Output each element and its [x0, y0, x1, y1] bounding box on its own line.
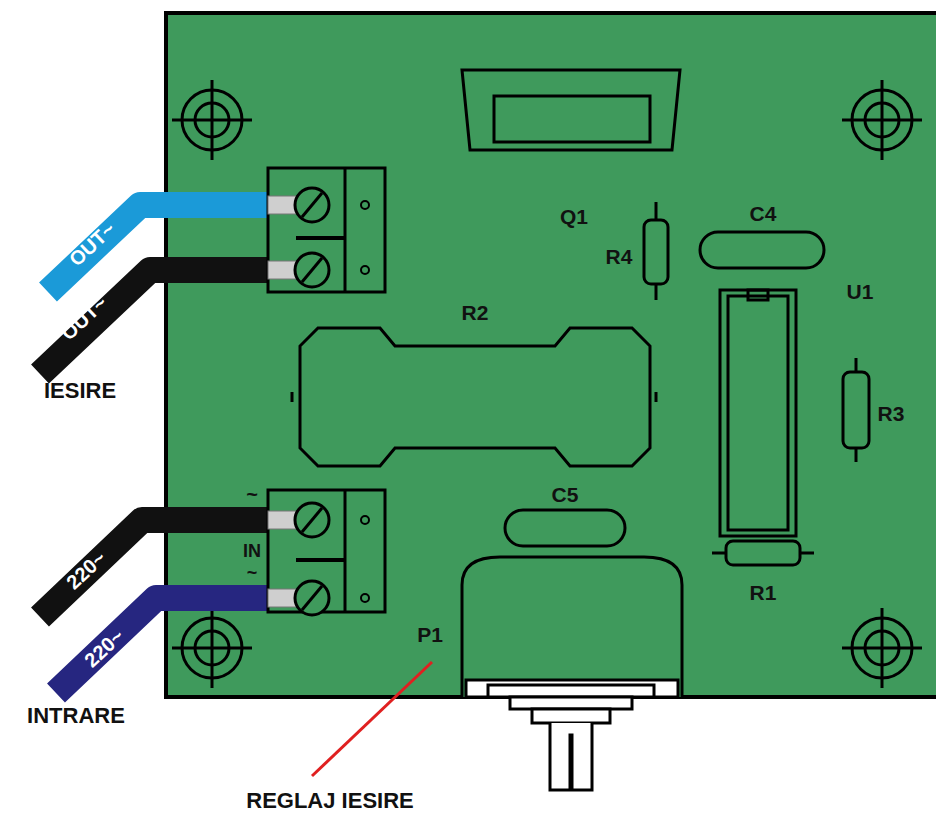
power-resistor-symbol — [292, 328, 656, 466]
part-name: R4 — [606, 246, 633, 267]
fuse-holder — [462, 70, 680, 150]
capacitor-symbol — [505, 510, 625, 546]
ic-symbol — [720, 290, 796, 536]
part-name: R3 — [878, 403, 905, 424]
wires — [40, 205, 290, 693]
resistor-symbol — [712, 541, 814, 565]
part-name: R2 — [462, 302, 489, 323]
part-name: C4 — [750, 203, 777, 224]
adjust-label: REGLAJ IESIRE — [246, 790, 413, 812]
output-label: IESIRE — [44, 380, 116, 402]
part-name: R1 — [750, 582, 777, 603]
potentiometer-symbol — [462, 557, 682, 790]
terminal-block — [268, 490, 385, 615]
part-name: P1 — [417, 624, 443, 645]
input-label: INTRARE — [27, 705, 125, 727]
terminal-block — [268, 168, 385, 292]
terminal-mark: IN — [243, 542, 261, 560]
resistor-symbol — [843, 358, 869, 462]
part-name: Q1 — [560, 206, 588, 227]
part-name: C5 — [552, 484, 579, 505]
terminal-mark: ~ — [247, 564, 258, 582]
pcb-board — [166, 13, 936, 697]
leader-line — [312, 662, 432, 776]
capacitor-symbol — [700, 232, 824, 268]
terminal-mark: ~ — [246, 484, 258, 504]
part-name: U1 — [847, 281, 874, 302]
resistor-symbol — [644, 202, 668, 300]
